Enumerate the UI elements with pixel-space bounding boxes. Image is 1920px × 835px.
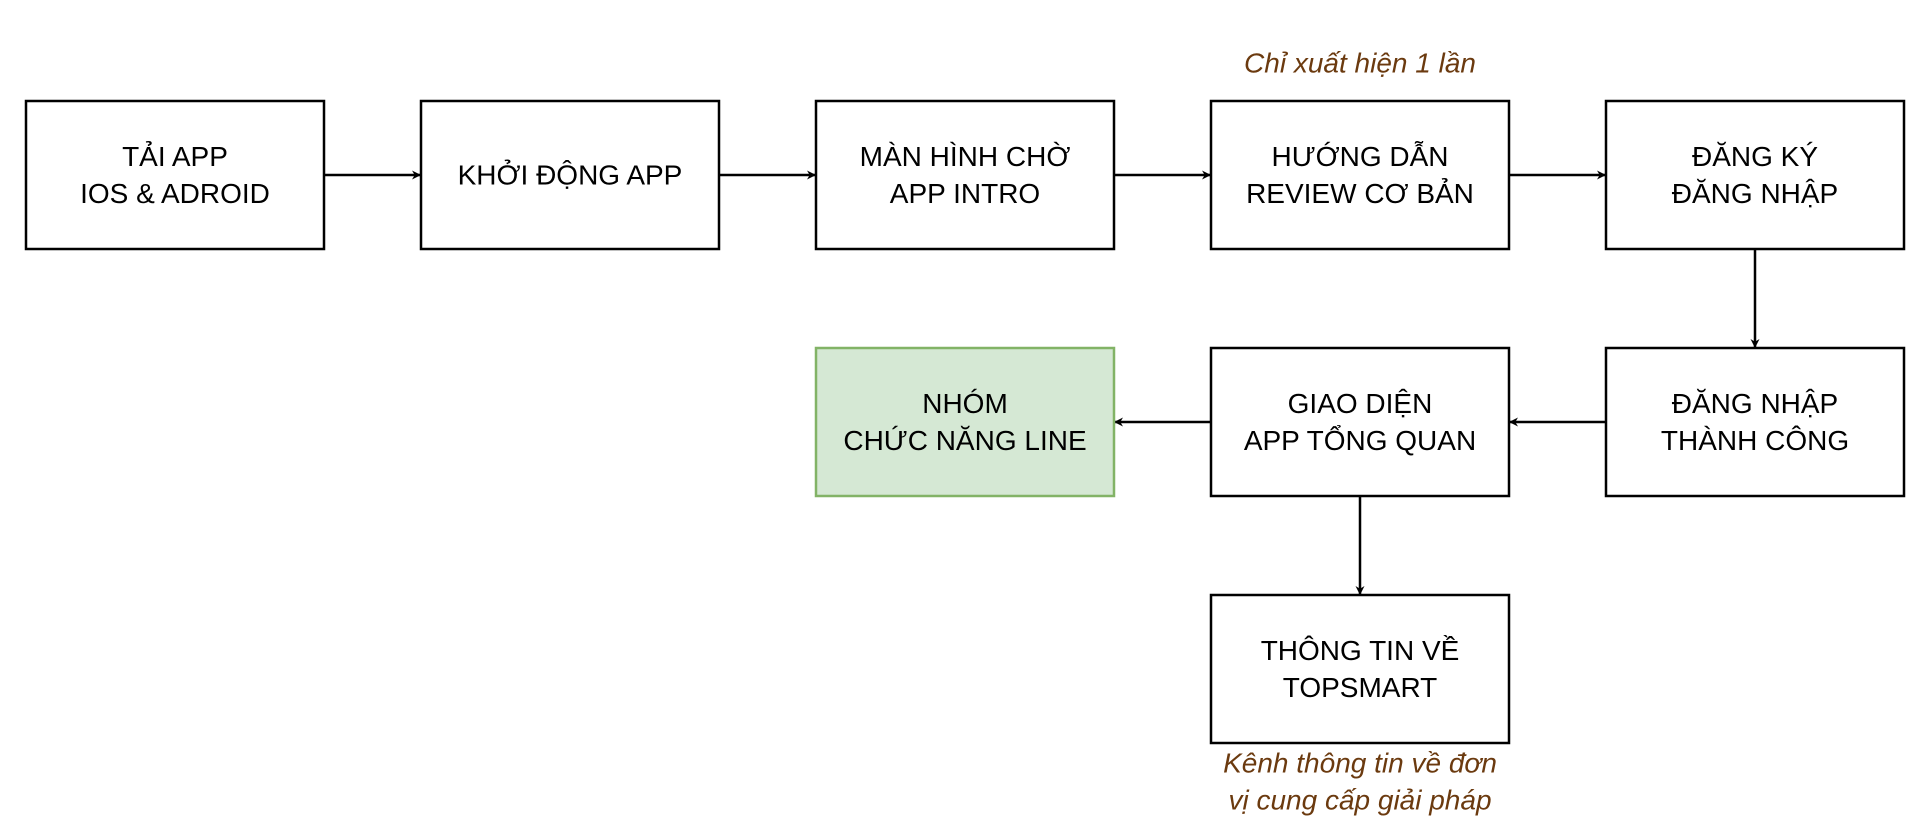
node-label: CHỨC NĂNG LINE: [843, 425, 1086, 456]
node-box: [24, 99, 326, 251]
node-box: [1604, 346, 1906, 498]
node-box: [419, 99, 721, 251]
node-khoi-dong-app: KHỞI ĐỘNG APP: [419, 99, 721, 251]
node-label: THÀNH CÔNG: [1661, 425, 1849, 456]
node-label: HƯỚNG DẪN: [1271, 141, 1448, 172]
node-label: IOS & ADROID: [80, 178, 270, 209]
edges-layer: [324, 170, 1760, 595]
node-box: [814, 346, 1116, 498]
node-box: [1209, 99, 1511, 251]
note-line: Kênh thông tin về đơn: [1223, 748, 1497, 779]
node-box: [814, 99, 1116, 251]
note-once: Chỉ xuất hiện 1 lần: [1244, 48, 1476, 79]
note-line: vị cung cấp giải pháp: [1228, 785, 1491, 816]
node-label: GIAO DIỆN: [1288, 388, 1433, 419]
nodes-layer: TẢI APP IOS & ADROID KHỞI ĐỘNG APP MÀN HÌNH…: [24, 99, 1906, 745]
note-line: Chỉ xuất hiện 1 lần: [1244, 48, 1476, 79]
node-box: [1209, 346, 1511, 498]
node-label: ĐĂNG NHẬP: [1672, 178, 1838, 209]
node-label: REVIEW CƠ BẢN: [1246, 177, 1474, 209]
node-dang-ky: ĐĂNG KÝ ĐĂNG NHẬP: [1604, 99, 1906, 251]
node-label: APP TỔNG QUAN: [1244, 425, 1476, 456]
node-box: [1604, 99, 1906, 251]
node-man-hinh-cho: MÀN HÌNH CHỜ APP INTRO: [814, 99, 1116, 251]
note-channel: Kênh thông tin về đơn vị cung cấp giải ph…: [1223, 748, 1497, 816]
node-huong-dan: HƯỚNG DẪN REVIEW CƠ BẢN: [1209, 99, 1511, 251]
node-label: ĐĂNG NHẬP: [1672, 388, 1838, 419]
node-label: NHÓM: [922, 388, 1008, 419]
node-tai-app: TẢI APP IOS & ADROID: [24, 99, 326, 251]
node-thong-tin: THÔNG TIN VỀ TOPSMART: [1209, 593, 1511, 745]
node-label: TOPSMART: [1283, 672, 1438, 703]
node-label: KHỞI ĐỘNG APP: [458, 159, 683, 191]
node-label: ĐĂNG KÝ: [1692, 141, 1818, 172]
node-label: THÔNG TIN VỀ: [1261, 635, 1460, 666]
node-dang-nhap-thanh-cong: ĐĂNG NHẬP THÀNH CÔNG: [1604, 346, 1906, 498]
node-giao-dien: GIAO DIỆN APP TỔNG QUAN: [1209, 346, 1511, 498]
node-label: MÀN HÌNH CHỜ: [860, 141, 1071, 172]
node-box: [1209, 593, 1511, 745]
node-label: TẢI APP: [122, 140, 228, 172]
node-label: APP INTRO: [890, 178, 1040, 209]
node-nhom-chuc-nang: NHÓM CHỨC NĂNG LINE: [814, 346, 1116, 498]
